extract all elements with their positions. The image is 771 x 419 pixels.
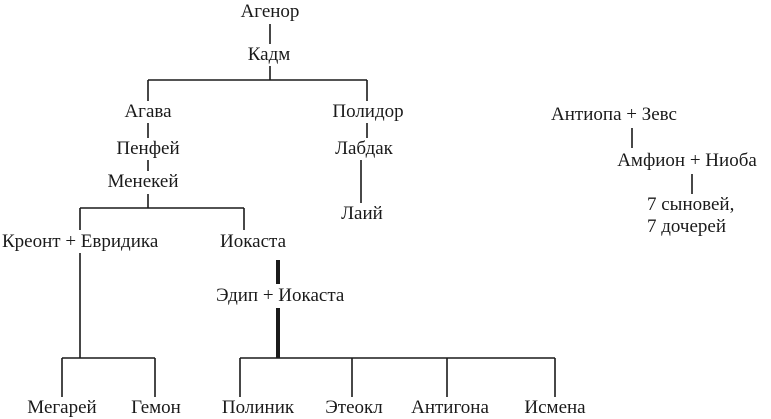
person-gemon: Гемон [130, 397, 182, 419]
person-antiopa-zevs: Антиопа + Зевс [550, 104, 678, 126]
person-penfey: Пенфей [115, 138, 181, 160]
person-ismena: Исмена [523, 397, 587, 419]
person-kreont-evridika: Креонт + Евридика [1, 231, 160, 253]
person-iokasta: Иокаста [219, 231, 287, 253]
children-line-daughters: 7 дочерей [647, 216, 727, 237]
person-antigona: Антигона [410, 397, 490, 419]
person-laiy: Лаий [340, 203, 384, 225]
person-edip-iokasta: Эдип + Иокаста [215, 285, 346, 307]
person-kadm: Кадм [246, 44, 292, 66]
person-polidor: Полидор [331, 101, 405, 123]
person-eteokl: Этеокл [324, 397, 384, 419]
person-menekey: Менекей [106, 171, 180, 193]
children-note: 7 сыновей, 7 дочерей [646, 194, 736, 238]
person-labdak: Лабдак [334, 138, 394, 160]
children-line-sons: 7 сыновей, [647, 194, 735, 215]
person-agava: Агава [123, 101, 173, 123]
person-agenor: Агенор [239, 1, 301, 23]
person-megarey: Мегарей [26, 397, 98, 419]
person-polinik: Полиник [220, 397, 296, 419]
person-amfion-nioba: Амфион + Ниоба [616, 150, 758, 172]
